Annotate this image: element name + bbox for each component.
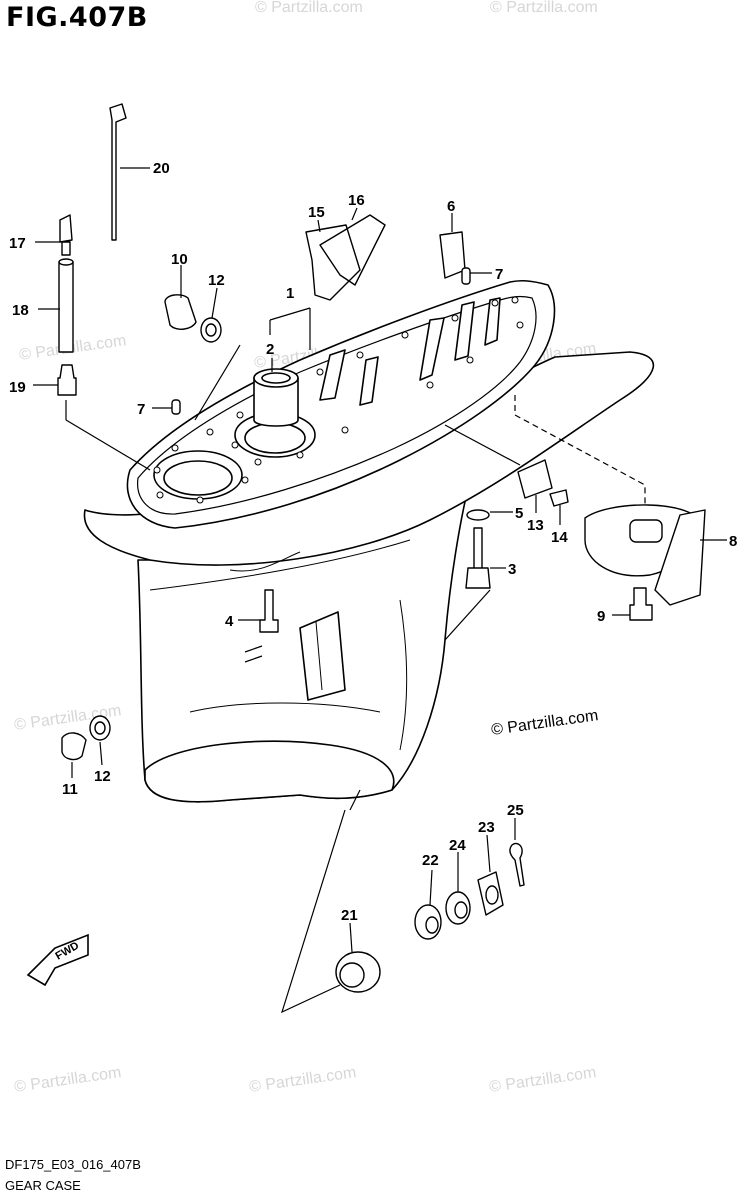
callout-14: 14: [551, 529, 568, 546]
anode-cap: [439, 231, 466, 279]
callout-20: 20: [153, 160, 170, 177]
callout-12: 12: [94, 768, 111, 785]
washer: [466, 509, 490, 521]
small-parts: [57, 103, 706, 993]
callout-8: 8: [729, 533, 737, 550]
figure-code: DF175_E03_016_407B: [5, 1157, 141, 1172]
callout-24: 24: [449, 837, 466, 854]
pin: [171, 399, 181, 415]
screw: [549, 489, 569, 507]
callout-10: 10: [171, 251, 188, 268]
bracket: [319, 214, 386, 286]
callout-25: 25: [507, 802, 524, 819]
callout-21: 21: [341, 907, 358, 924]
callout-19: 19: [9, 379, 26, 396]
watermark: © Partzilla.com: [248, 1064, 357, 1096]
callout-16: 16: [348, 192, 365, 209]
watermark: © Partzilla.com: [13, 1064, 122, 1096]
cotter-pin: [509, 842, 525, 887]
gear-case-housing: [83, 279, 655, 803]
fwd-arrow-icon: FWD: [26, 933, 89, 987]
watermark: © Partzilla.com: [255, 0, 363, 16]
callout-4: 4: [225, 613, 234, 630]
callout-9: 9: [597, 608, 605, 625]
copyright-label: © Partzilla.com: [490, 707, 599, 739]
leader-lines: [65, 307, 646, 1014]
callout-6: 6: [447, 198, 455, 215]
callout-7: 7: [137, 401, 145, 418]
cable-tie: [109, 103, 127, 241]
plug: [164, 294, 197, 330]
callout-17: 17: [9, 235, 26, 252]
callout-18: 18: [12, 302, 29, 319]
callout-1: 1: [286, 285, 294, 302]
callout-11: 11: [62, 781, 78, 798]
fitting: [57, 364, 77, 396]
bolt: [259, 589, 279, 633]
watermark: © Partzilla.com: [490, 0, 598, 16]
callout-15: 15: [308, 204, 325, 221]
bolt: [629, 587, 653, 621]
callout-leaders: [33, 167, 727, 953]
callout-2: 2: [266, 341, 274, 358]
tube: [58, 261, 74, 353]
callout-7: 7: [495, 266, 503, 283]
figure-title: FIG.407B: [6, 2, 148, 33]
anode-block: [517, 459, 553, 499]
callouts: 20 17 18 19 10 12 7 15 16 6 7 1 2 5 3 13…: [9, 160, 737, 924]
callout-22: 22: [422, 852, 439, 869]
callout-23: 23: [478, 819, 495, 836]
nipple: [59, 214, 73, 256]
pin: [461, 267, 471, 285]
bolt: [465, 527, 491, 589]
callout-5: 5: [515, 505, 523, 522]
callout-13: 13: [527, 517, 544, 534]
callout-12: 12: [208, 272, 225, 289]
plug: [61, 732, 87, 761]
figure-name: GEAR CASE: [5, 1178, 81, 1193]
clip: [305, 224, 361, 301]
watermark: © Partzilla.com: [488, 1064, 597, 1096]
callout-3: 3: [508, 561, 516, 578]
